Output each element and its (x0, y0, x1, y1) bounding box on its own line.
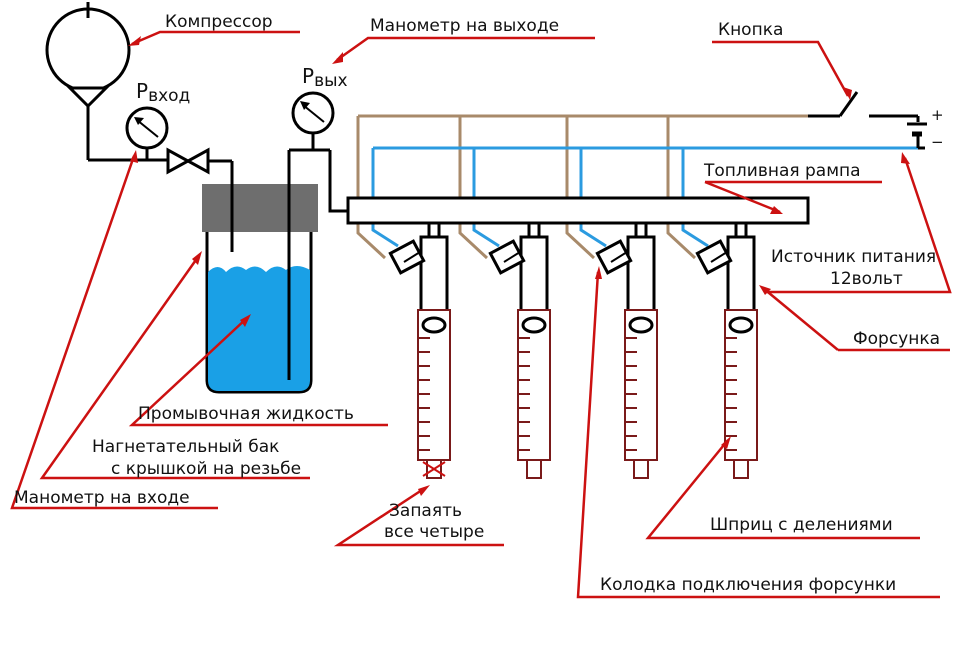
label-p-out-sub: вых (314, 71, 348, 91)
annotation-lines (10, 30, 952, 599)
label-cleaning-fluid: Промывочная жидкость (138, 404, 354, 424)
injector-nozzle-1 (421, 316, 447, 334)
label-seal-line1: Запаять (389, 501, 462, 521)
label-fuel-rail: Топливная рампа (703, 161, 861, 181)
valve-icon (166, 147, 210, 175)
injector-stem-1 (427, 221, 441, 239)
compressor-icon (45, 2, 170, 162)
injector-stem-4 (734, 221, 748, 239)
blue-wires (371, 146, 925, 248)
outlet-pressure-gauge-icon (289, 91, 348, 213)
injector-connector-4 (695, 239, 733, 275)
injector-stem-2 (527, 221, 541, 239)
fuel-rail (346, 196, 810, 225)
label-syringe: Шприц с делениями (710, 515, 893, 535)
injector-connector-1 (388, 239, 426, 275)
syringe-tip-3 (633, 459, 649, 479)
battery-minus: − (931, 133, 944, 151)
injectors-group (388, 221, 758, 479)
syringe-tip-2 (526, 459, 542, 479)
battery-icon (907, 116, 927, 150)
inlet-pressure-gauge-icon (125, 106, 169, 160)
injector-nozzle-3 (628, 316, 654, 334)
label-connector: Колодка подключения форсунки (600, 575, 896, 595)
pressure-tank (202, 150, 318, 394)
injector-nozzle-2 (521, 316, 547, 334)
injector-stem-3 (634, 221, 648, 239)
switch-icon (808, 91, 918, 118)
label-p-in: Pвход (136, 79, 190, 106)
injector-nozzle-4 (728, 316, 754, 334)
label-outlet-gauge: Манометр на выходе (370, 16, 559, 36)
injector-icon-3 (626, 235, 656, 325)
label-seal-line2: все четыре (384, 522, 484, 542)
battery-plus: + (931, 106, 944, 124)
label-injector: Форсунка (853, 329, 940, 349)
label-button: Кнопка (718, 20, 783, 40)
label-compressor: Компрессор (165, 12, 273, 32)
brown-wires (356, 114, 810, 260)
syringe-tip-4 (733, 459, 749, 479)
label-tank-line2: с крышкой на резьбе (111, 459, 301, 479)
injector-connector-2 (488, 239, 526, 275)
label-p-in-sub: вход (148, 86, 190, 106)
label-tank-line1: Нагнетательный бак (92, 437, 279, 457)
injector-icon-2 (519, 235, 549, 325)
injector-icon-1 (419, 235, 449, 325)
label-power-line2: 12вольт (830, 269, 903, 289)
label-inlet-gauge: Манометр на входе (14, 488, 190, 508)
label-p-in-main: P (136, 79, 148, 103)
injector-connector-3 (595, 239, 633, 275)
label-power-line1: Источник питания (771, 247, 936, 267)
label-p-out-main: P (302, 64, 314, 88)
label-p-out: Pвых (302, 64, 348, 91)
